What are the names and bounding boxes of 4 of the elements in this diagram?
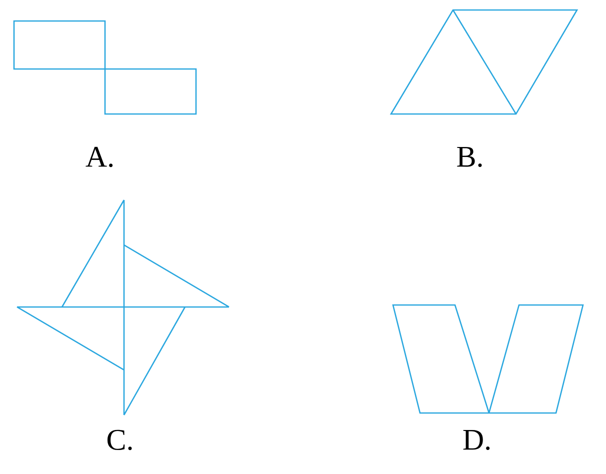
option-label: D. bbox=[463, 430, 490, 450]
option-label: C. bbox=[107, 430, 132, 450]
option-label: B. bbox=[457, 146, 482, 168]
option-label: A. bbox=[86, 146, 113, 168]
